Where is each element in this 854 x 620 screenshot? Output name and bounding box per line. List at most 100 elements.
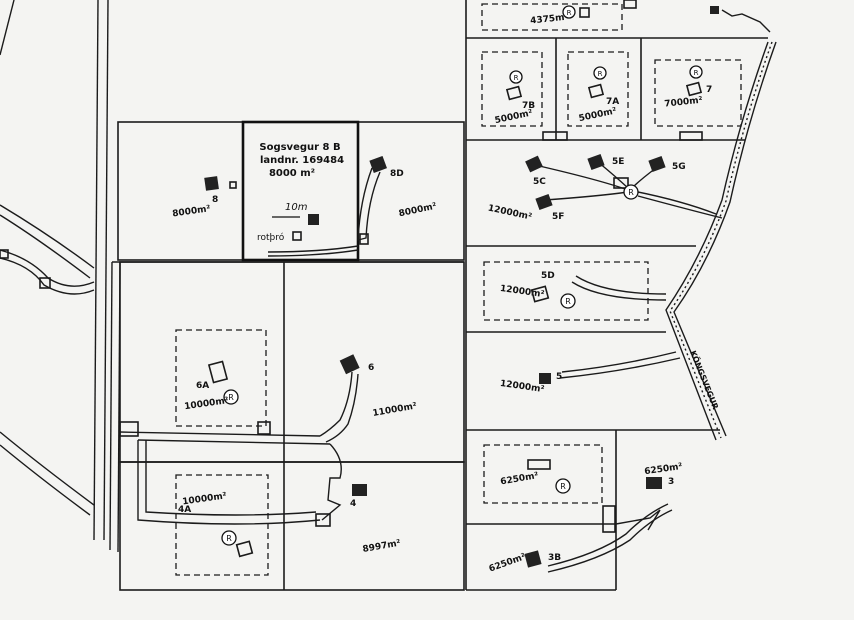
block-middle-west: [119, 261, 465, 463]
parcel-landnr: landnr. 169484: [260, 155, 344, 166]
marker-r-icon: [593, 66, 607, 80]
marker-r-icon: [560, 293, 576, 309]
parcel-area: 6250m²: [488, 552, 528, 575]
access-road-west: [119, 421, 342, 527]
parcel-7a[interactable]: R 7A 5000m²: [567, 51, 629, 127]
parcel-area: 10000m²: [184, 396, 230, 412]
parcel-6[interactable]: 6 11000m²: [319, 354, 418, 443]
svg-text:R: R: [560, 482, 566, 491]
svg-text:R: R: [598, 70, 603, 78]
svg-text:R: R: [565, 297, 571, 306]
parcel-5f[interactable]: 5F: [535, 193, 564, 222]
building-icon: [524, 550, 542, 568]
parcel-area: 12000m²: [499, 284, 545, 300]
building-icon: [648, 155, 666, 173]
building-icon: [710, 6, 719, 14]
septic-tank-icon: [292, 231, 302, 241]
parcel-label: 5F: [552, 212, 564, 222]
building-icon: [587, 153, 605, 171]
parcel-4a[interactable]: 10000m² 4A R: [175, 474, 269, 576]
parcel-label: 8D: [390, 169, 404, 179]
parcel-area: 7000m²: [664, 96, 703, 110]
parcel-5g[interactable]: 5G: [648, 155, 686, 173]
building-icon: [369, 155, 387, 173]
marker-r-icon: [689, 65, 703, 79]
svg-text:R: R: [514, 74, 519, 82]
parcel-name: Sogsvegur 8 B: [259, 142, 340, 153]
parcel-5e[interactable]: 5E: [587, 153, 624, 171]
parcel-4[interactable]: 4 8997m²: [350, 484, 402, 555]
scale-label: 10m: [285, 202, 308, 213]
block-south-west: [119, 461, 465, 591]
building-icon: [308, 214, 319, 225]
rotthro-label: rotþró: [257, 232, 285, 243]
parcel-label: 6: [368, 363, 374, 373]
parcel-label: 5D: [541, 271, 555, 281]
parcel-label: 8: [212, 195, 218, 205]
building-icon: [530, 285, 550, 303]
parcel-5c[interactable]: 5C 12000m²: [487, 155, 546, 223]
parcel-6a[interactable]: R 6A 10000m²: [175, 329, 267, 427]
building-icon: [505, 85, 523, 101]
parcel-4375[interactable]: 4375m² R: [481, 0, 771, 33]
parcel-area: 6250m²: [644, 462, 683, 477]
parcel-3b[interactable]: 3B 6250m²: [488, 503, 673, 575]
marker-r-icon: [555, 478, 571, 494]
building-icon: [204, 176, 219, 191]
building-icon: [535, 193, 553, 211]
building-icon: [525, 155, 543, 173]
parcel-label: 3B: [548, 553, 561, 563]
parcel-area: 12000m²: [499, 379, 545, 395]
parcel-7b[interactable]: R 7B 5000m²: [481, 51, 543, 127]
side-road-southwest: [0, 431, 95, 516]
building-icon: [339, 354, 360, 375]
parcel-label: 7: [706, 85, 712, 95]
building-icon: [539, 373, 551, 384]
building-icon: [587, 83, 605, 99]
parcel-3-6250[interactable]: 6250m² R: [483, 444, 603, 504]
marker-r-icon: [509, 70, 523, 84]
parcel-sogsvegur-8b[interactable]: Sogsvegur 8 B landnr. 169484 8000 m² 10m…: [241, 120, 360, 262]
parcel-label: 5: [556, 372, 562, 382]
parcel-area: 12000m²: [487, 204, 533, 223]
building-icon: [685, 81, 703, 97]
main-road-west: [93, 0, 121, 553]
parcel-label: 5C: [533, 177, 546, 187]
parcel-3[interactable]: 3 6250m²: [644, 462, 683, 489]
parcel-label: 6A: [196, 381, 209, 391]
marker-r-icon: [221, 530, 237, 546]
parcel-label: 4A: [178, 505, 191, 515]
svg-text:R: R: [628, 188, 634, 197]
parcel-label: 7A: [606, 97, 619, 107]
svg-text:R: R: [694, 69, 699, 77]
driveway-stubs: [542, 131, 703, 141]
parcel-7[interactable]: R 7 7000m²: [654, 59, 742, 127]
parcel-area: 5000m²: [578, 106, 618, 124]
parcel-area: 8000 m²: [269, 168, 315, 179]
parcel-label: 5E: [612, 157, 624, 167]
parcel-area: 8000m²: [398, 202, 438, 220]
parcel-area: 11000m²: [372, 401, 418, 419]
parcel-area: 8997m²: [362, 538, 402, 555]
building-icon: [235, 540, 254, 558]
svg-text:R: R: [228, 393, 234, 402]
shared-marker-5: R: [613, 177, 639, 200]
parcel-area: 8000m²: [172, 204, 211, 219]
parcel-8[interactable]: 8 8000m²: [172, 176, 237, 219]
map-edge-line: [0, 0, 15, 56]
parcel-5[interactable]: 5 12000m²: [499, 372, 562, 395]
parcel-8d[interactable]: 8D 8000m²: [357, 155, 438, 245]
parcel-area: 6250m²: [500, 471, 540, 488]
building-icon: [527, 459, 551, 470]
parcel-area: 5000m²: [494, 108, 534, 126]
parcel-label: 7B: [522, 101, 535, 111]
building-icon: [352, 484, 367, 496]
parcel-label: 4: [350, 499, 356, 509]
block-middle-east: [466, 245, 720, 591]
side-road-northwest: [0, 204, 95, 295]
parcel-label: 3: [668, 477, 674, 487]
building-icon: [207, 360, 229, 384]
building-icon: [646, 477, 662, 489]
parcel-area: 4375m²: [530, 13, 569, 27]
